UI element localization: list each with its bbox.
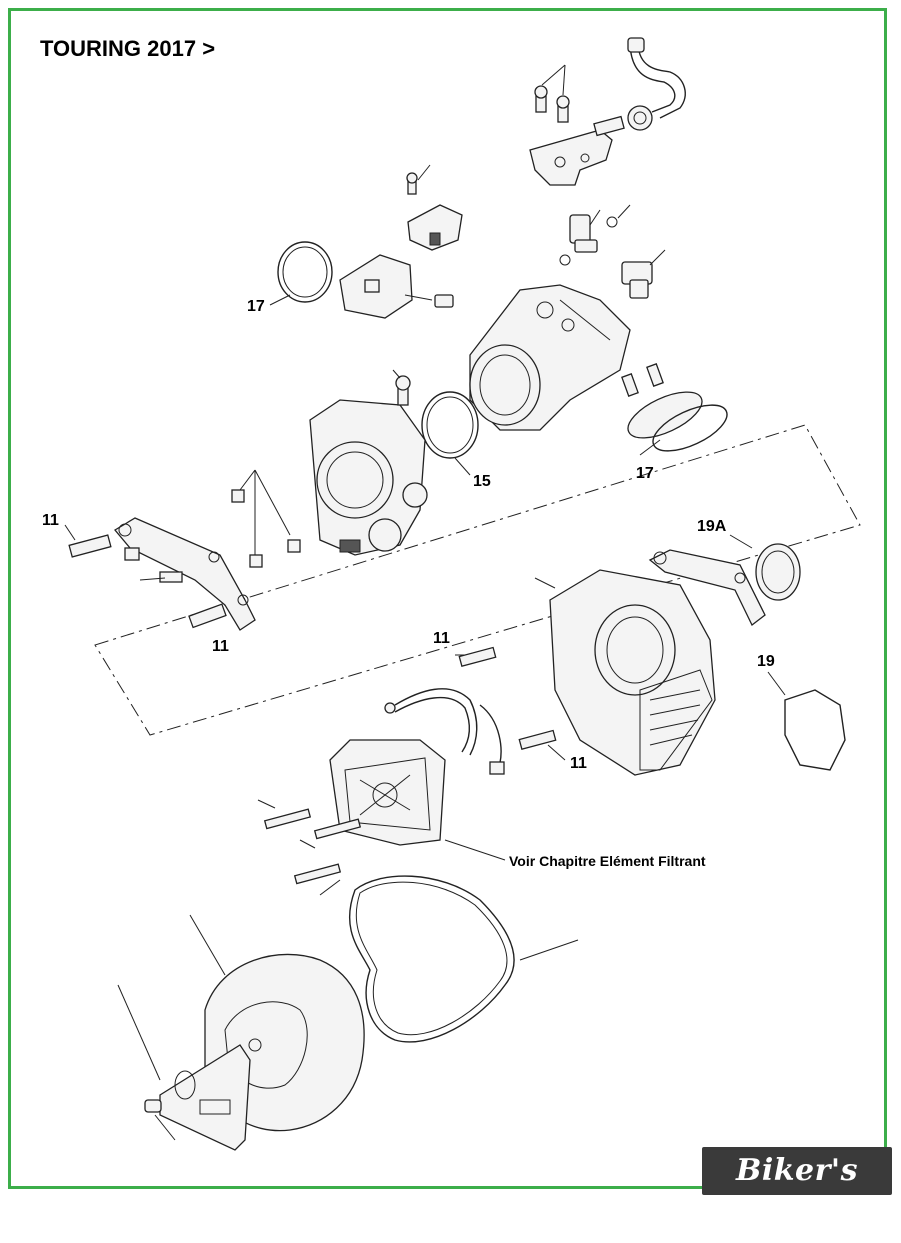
callout-17-right: 17 (636, 465, 654, 482)
intake-manifold (469, 284, 631, 431)
gasket-19 (784, 689, 846, 771)
filter-element-note: Voir Chapitre Elément Filtrant (509, 853, 706, 869)
fuel-line (627, 37, 686, 131)
throttle-body (309, 369, 428, 556)
assembly-boundary (94, 424, 861, 736)
bolt-11-mid (458, 646, 497, 668)
throttle-bolts (231, 469, 301, 568)
cover-gasket (349, 875, 515, 1043)
callout-15: 15 (473, 473, 491, 490)
cover-screw (144, 1099, 162, 1113)
callout-19: 19 (757, 653, 775, 670)
callout-11-bottom: 11 (212, 638, 229, 655)
trim-insert (117, 984, 251, 1151)
exploded-parts-diagram (64, 37, 861, 1151)
air-cleaner-backplate (534, 569, 716, 776)
diagram-title: TOURING 2017 > (40, 36, 216, 61)
filter-element (329, 739, 506, 861)
store-watermark: Biker's Store (702, 1147, 892, 1236)
fuel-rail (529, 64, 625, 186)
gasket-15 (421, 391, 479, 459)
bolt-11-right (518, 729, 557, 751)
sensor-cover (339, 254, 454, 319)
fuel-injectors (559, 204, 666, 299)
bracket-left (64, 517, 256, 631)
map-sensor (406, 164, 463, 251)
callout-11-right: 11 (570, 755, 587, 772)
gasket-17-right (621, 363, 728, 456)
gasket-17-top (277, 241, 333, 303)
callout-11-left: 11 (42, 512, 59, 529)
long-screws (257, 799, 362, 896)
page-frame (8, 8, 887, 1189)
bracket-right (648, 534, 801, 627)
callout-17-top: 17 (247, 298, 265, 315)
callout-11-mid: 11 (433, 630, 450, 647)
callout-19a: 19A (697, 518, 727, 535)
breather-hose (384, 688, 505, 775)
